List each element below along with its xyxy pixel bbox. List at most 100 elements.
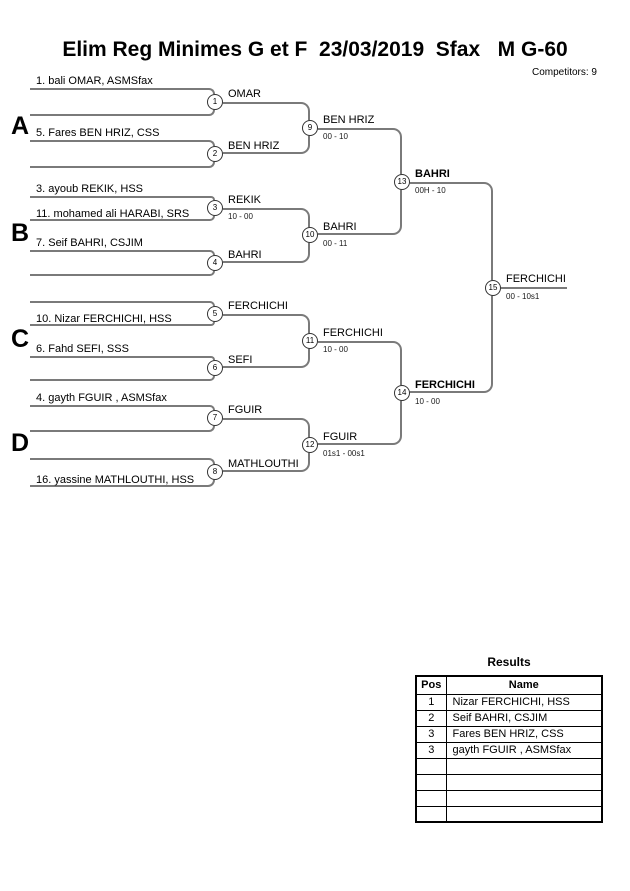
bracket-line (30, 426, 215, 432)
result-name (445, 773, 603, 791)
bracket-line (318, 190, 402, 235)
competitors-count: Competitors: 9 (531, 67, 597, 78)
entry-label: 16. yassine MATHLOUTHI, HSS (36, 474, 195, 486)
bracket-line (30, 271, 215, 276)
bracket-line (318, 341, 402, 385)
bracket-line (30, 196, 215, 200)
entry-label: 1. bali OMAR, ASMSfax (36, 75, 153, 87)
match-circle-15: 15 (485, 280, 501, 296)
match-score: 10 - 00 (415, 397, 440, 406)
result-name (445, 789, 603, 807)
bracket-line (30, 88, 215, 94)
entry-label: 7. Seif BAHRI, CSJIM (36, 237, 143, 249)
winner-label: BEN HRIZ (323, 114, 375, 126)
champion-line (501, 287, 567, 289)
result-pos (415, 805, 447, 823)
match-score: 10 - 00 (228, 212, 253, 221)
entry-label: 10. Nizar FERCHICHI, HSS (36, 313, 172, 325)
bracket-line (223, 349, 310, 368)
match-score: 01s1 - 00s1 (323, 449, 365, 458)
result-name (445, 757, 603, 775)
bracket-line (223, 208, 310, 227)
winner-label: BAHRI (415, 168, 450, 180)
match-circle-8: 8 (207, 464, 223, 480)
result-name: gayth FGUIR , ASMSfax (445, 741, 603, 759)
winner-label: FGUIR (228, 404, 263, 416)
result-name: Nizar FERCHICHI, HSS (445, 693, 603, 711)
match-circle-11: 11 (302, 333, 318, 349)
table-row: 1 Nizar FERCHICHI, HSS (415, 693, 603, 711)
match-circle-1: 1 (207, 94, 223, 110)
winner-label: FERCHICHI (323, 327, 383, 339)
winner-label: FERCHICHI (228, 300, 288, 312)
group-label-c: C (11, 325, 30, 353)
entry-label: 11. mohamed ali HARABI, SRS (36, 208, 190, 220)
match-circle-13: 13 (394, 174, 410, 190)
bracket-line (410, 182, 493, 280)
match-score: 10 - 00 (323, 345, 348, 354)
champion-label: FERCHICHI (506, 273, 566, 285)
result-pos: 3 (415, 725, 447, 743)
winner-label: OMAR (228, 88, 261, 100)
match-circle-3: 3 (207, 200, 223, 216)
results-table: Pos Name 1 Nizar FERCHICHI, HSS 2 Seif B… (415, 675, 603, 823)
match-circle-10: 10 (302, 227, 318, 243)
bracket-line (223, 314, 310, 333)
bracket-line (30, 322, 215, 326)
winner-label: BAHRI (228, 249, 262, 261)
table-row: 2 Seif BAHRI, CSJIM (415, 709, 603, 727)
entry-label: 6. Fahd SEFI, SSS (36, 343, 129, 355)
results-header-pos: Pos (415, 675, 447, 695)
bracket-line (30, 140, 215, 146)
result-pos: 3 (415, 741, 447, 759)
table-row (415, 773, 603, 791)
table-row: 3 Fares BEN HRIZ, CSS (415, 725, 603, 743)
winner-label: BEN HRIZ (228, 140, 280, 152)
bracket-line (30, 110, 215, 116)
match-circle-12: 12 (302, 437, 318, 453)
table-row (415, 757, 603, 775)
group-label-a: A (11, 112, 30, 140)
bracket-line (30, 356, 215, 360)
table-row (415, 805, 603, 823)
bracket-line (30, 301, 215, 306)
page-title: Elim Reg Minimes G et F 23/03/2019 Sfax … (62, 38, 568, 61)
match-circle-4: 4 (207, 255, 223, 271)
match-circle-6: 6 (207, 360, 223, 376)
match-circle-7: 7 (207, 410, 223, 426)
entry-label: 5. Fares BEN HRIZ, CSS (36, 127, 160, 139)
result-pos: 2 (415, 709, 447, 727)
bracket-line (30, 250, 215, 255)
bracket-line (30, 376, 215, 381)
bracket-line (30, 480, 215, 487)
bracket-line (30, 458, 215, 464)
bracket-line (30, 405, 215, 410)
result-name: Fares BEN HRIZ, CSS (445, 725, 603, 743)
winner-label: FGUIR (323, 431, 358, 443)
match-circle-9: 9 (302, 120, 318, 136)
bracket-line (223, 418, 310, 437)
group-label-d: D (11, 429, 30, 457)
bracket-line (30, 216, 215, 221)
bracket-line (318, 128, 402, 174)
match-circle-14: 14 (394, 385, 410, 401)
result-name (445, 805, 603, 823)
bracket-line (223, 136, 310, 154)
bracket-line (410, 296, 493, 393)
entry-label: 4. gayth FGUIR , ASMSfax (36, 392, 167, 404)
match-score: 00H - 10 (415, 186, 446, 195)
match-score: 00 - 10 (323, 132, 348, 141)
result-pos (415, 789, 447, 807)
result-pos: 1 (415, 693, 447, 711)
winner-label: BAHRI (323, 221, 357, 233)
match-circle-2: 2 (207, 146, 223, 162)
winner-label: MATHLOUTHI (228, 458, 299, 470)
result-name: Seif BAHRI, CSJIM (445, 709, 603, 727)
results-header-name: Name (445, 675, 603, 695)
group-label-b: B (11, 219, 30, 247)
table-row: 3 gayth FGUIR , ASMSfax (415, 741, 603, 759)
result-pos (415, 757, 447, 775)
entry-label: 3. ayoub REKIK, HSS (36, 183, 143, 195)
bracket-line (318, 401, 402, 445)
